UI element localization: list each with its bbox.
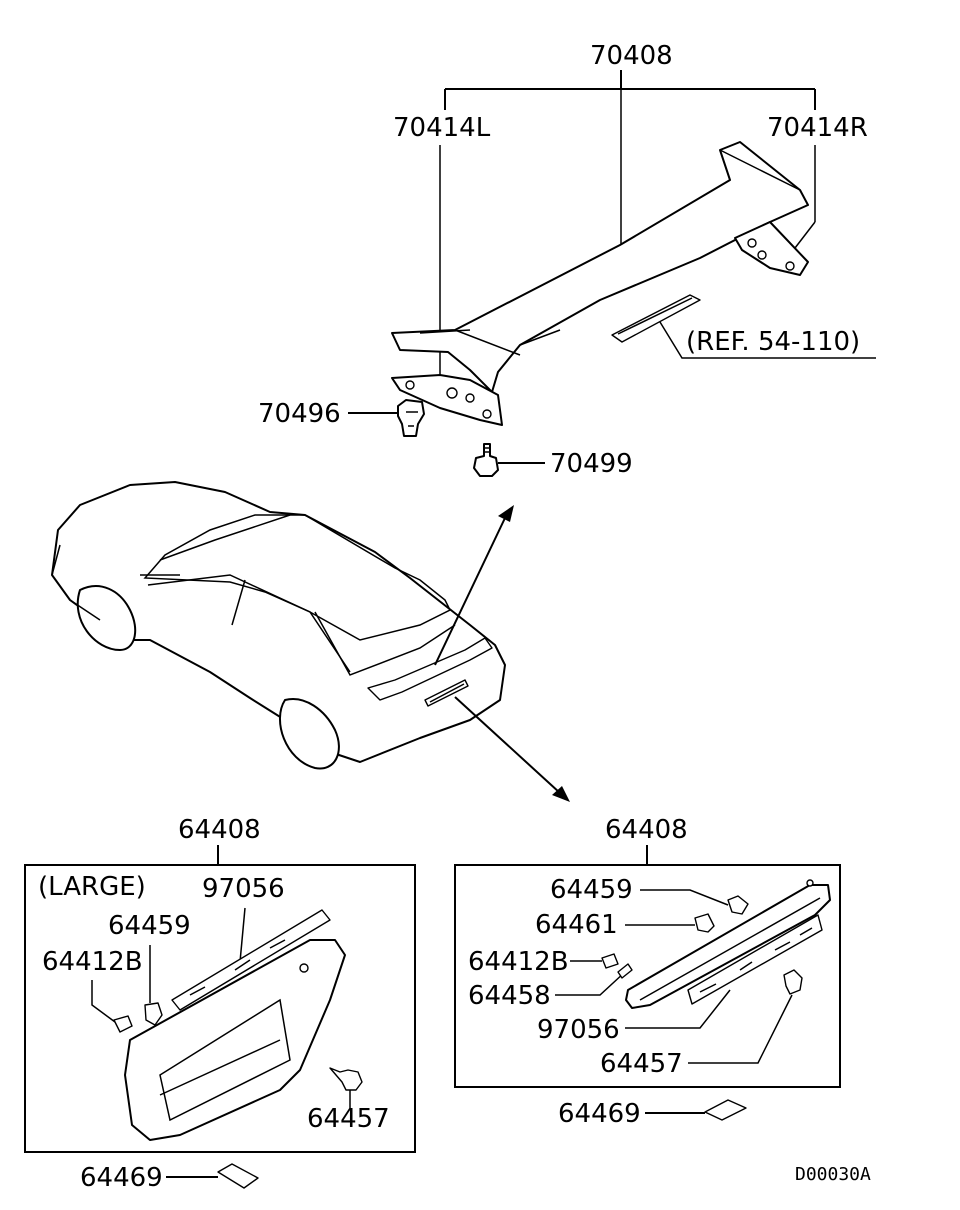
car-b-pillar: [231, 579, 246, 626]
bracket-right-hole-2: [757, 250, 767, 260]
pad-right-group: 64469: [558, 1099, 747, 1129]
box-small: [454, 864, 841, 1088]
box-large: [24, 864, 416, 1153]
lens-strip-small-marks: [699, 927, 813, 993]
spoiler-wing-slot: [419, 329, 471, 334]
garnish-strip-hole: [806, 879, 814, 887]
leader-97056-right: [625, 989, 731, 1029]
bolt-70499-thread: [484, 447, 490, 453]
screw-64457-left: [329, 1067, 363, 1091]
car-garnish-fill: [429, 683, 465, 703]
grommet-64458: [617, 963, 633, 979]
garnish-frame-inner: [159, 998, 291, 1122]
label-64457-right: 64457: [600, 1049, 683, 1079]
car-rear-window: [314, 611, 456, 676]
label-70414R: 70414R: [767, 113, 868, 143]
leader-97056-left: [239, 907, 246, 963]
bracket-right-hole-3: [785, 261, 795, 271]
label-97056-right: 97056: [537, 1015, 620, 1045]
brake-light-line: [617, 297, 693, 335]
label-64459-left: 64459: [108, 911, 191, 941]
car-front-wheel: [76, 585, 137, 651]
label-large: (LARGE): [38, 872, 146, 902]
car-rear-wheel: [279, 698, 340, 770]
label-70496: 70496: [258, 399, 341, 429]
bracket-right-hole-1: [747, 238, 757, 248]
spoiler-wing: [391, 141, 809, 393]
leader-ref: [659, 321, 876, 359]
garnish-strip-edge: [639, 897, 821, 1001]
diagram-code: D00030A: [795, 1164, 871, 1185]
leader-70414R-b: [794, 221, 816, 249]
pad-64469-right: [704, 1099, 747, 1121]
arrow-down-shaft: [454, 696, 561, 794]
screw-64457-right: [783, 969, 803, 995]
pad-64469-left: [217, 1163, 259, 1189]
arrow-down-head: [552, 786, 570, 802]
label-64458: 64458: [468, 981, 551, 1011]
label-64412B-right: 64412B: [468, 947, 569, 977]
small-garnish-group: 64408 64459 64461 64412B 64458 97056 644…: [454, 815, 841, 1088]
label-64408-left: 64408: [178, 815, 261, 845]
label-ref: (REF. 54-110): [686, 327, 860, 357]
spoiler-group: 70408 70414L 70414R (REF. 54-110) 70496: [258, 41, 876, 479]
clip-70496-detail: [406, 411, 418, 427]
label-64408-right: 64408: [605, 815, 688, 845]
lens-strip-large: [171, 909, 331, 1011]
bracket-left-hole-2: [446, 387, 458, 399]
label-64457-left: 64457: [307, 1104, 390, 1134]
label-64412B-left: 64412B: [42, 947, 143, 977]
label-70408-top: 70408: [590, 41, 673, 71]
garnish-frame-panel: [159, 1039, 281, 1096]
garnish-frame-large: [124, 939, 346, 1141]
leader-64459-right: [640, 889, 729, 906]
car-spoiler: [367, 637, 493, 701]
leader-64457-right: [688, 994, 793, 1064]
label-70499: 70499: [550, 449, 633, 479]
nut-64412B-right: [601, 953, 619, 969]
garnish-frame-hole: [299, 963, 309, 973]
pad-left-group: 64469: [80, 1163, 259, 1193]
label-64469-right: 64469: [558, 1099, 641, 1129]
arrow-up-head: [498, 505, 514, 522]
leader-64412B-left: [91, 980, 116, 1023]
lens-strip-small: [687, 914, 823, 1005]
label-64459-right: 64459: [550, 875, 633, 905]
label-70414L: 70414L: [393, 113, 491, 143]
leader-64458: [555, 971, 626, 996]
car-roof-line: [140, 514, 291, 576]
garnish-strip-small: [625, 884, 831, 1009]
label-64461: 64461: [535, 910, 618, 940]
bracket-left-hole-4: [482, 409, 492, 419]
car-front-detail: [51, 544, 101, 621]
bracket-left-part: [391, 374, 503, 426]
arrow-up-shaft: [434, 517, 506, 666]
bolt-70499: [473, 443, 499, 477]
clip-64461: [694, 913, 715, 933]
label-97056-left: 97056: [202, 874, 285, 904]
lens-strip-large-marks: [189, 939, 286, 996]
arrows: [434, 505, 570, 802]
nut-64412B-left: [113, 1015, 133, 1033]
clip-70496: [397, 399, 425, 437]
bracket-left-hole-3: [465, 393, 475, 403]
label-64469-left: 64469: [80, 1163, 163, 1193]
large-garnish-group: 64408 (LARGE) 97056 64459 64412B 64457: [24, 815, 416, 1153]
car-illustration: [51, 481, 506, 770]
car-window-line: [147, 574, 351, 673]
clip-64459-left: [144, 1002, 163, 1026]
spoiler-wing-edges: [454, 149, 801, 356]
leader-70408-top: [444, 70, 816, 110]
brake-light-strip: [611, 294, 701, 343]
bracket-left-hole-1: [405, 380, 415, 390]
clip-64459-right: [727, 895, 749, 915]
